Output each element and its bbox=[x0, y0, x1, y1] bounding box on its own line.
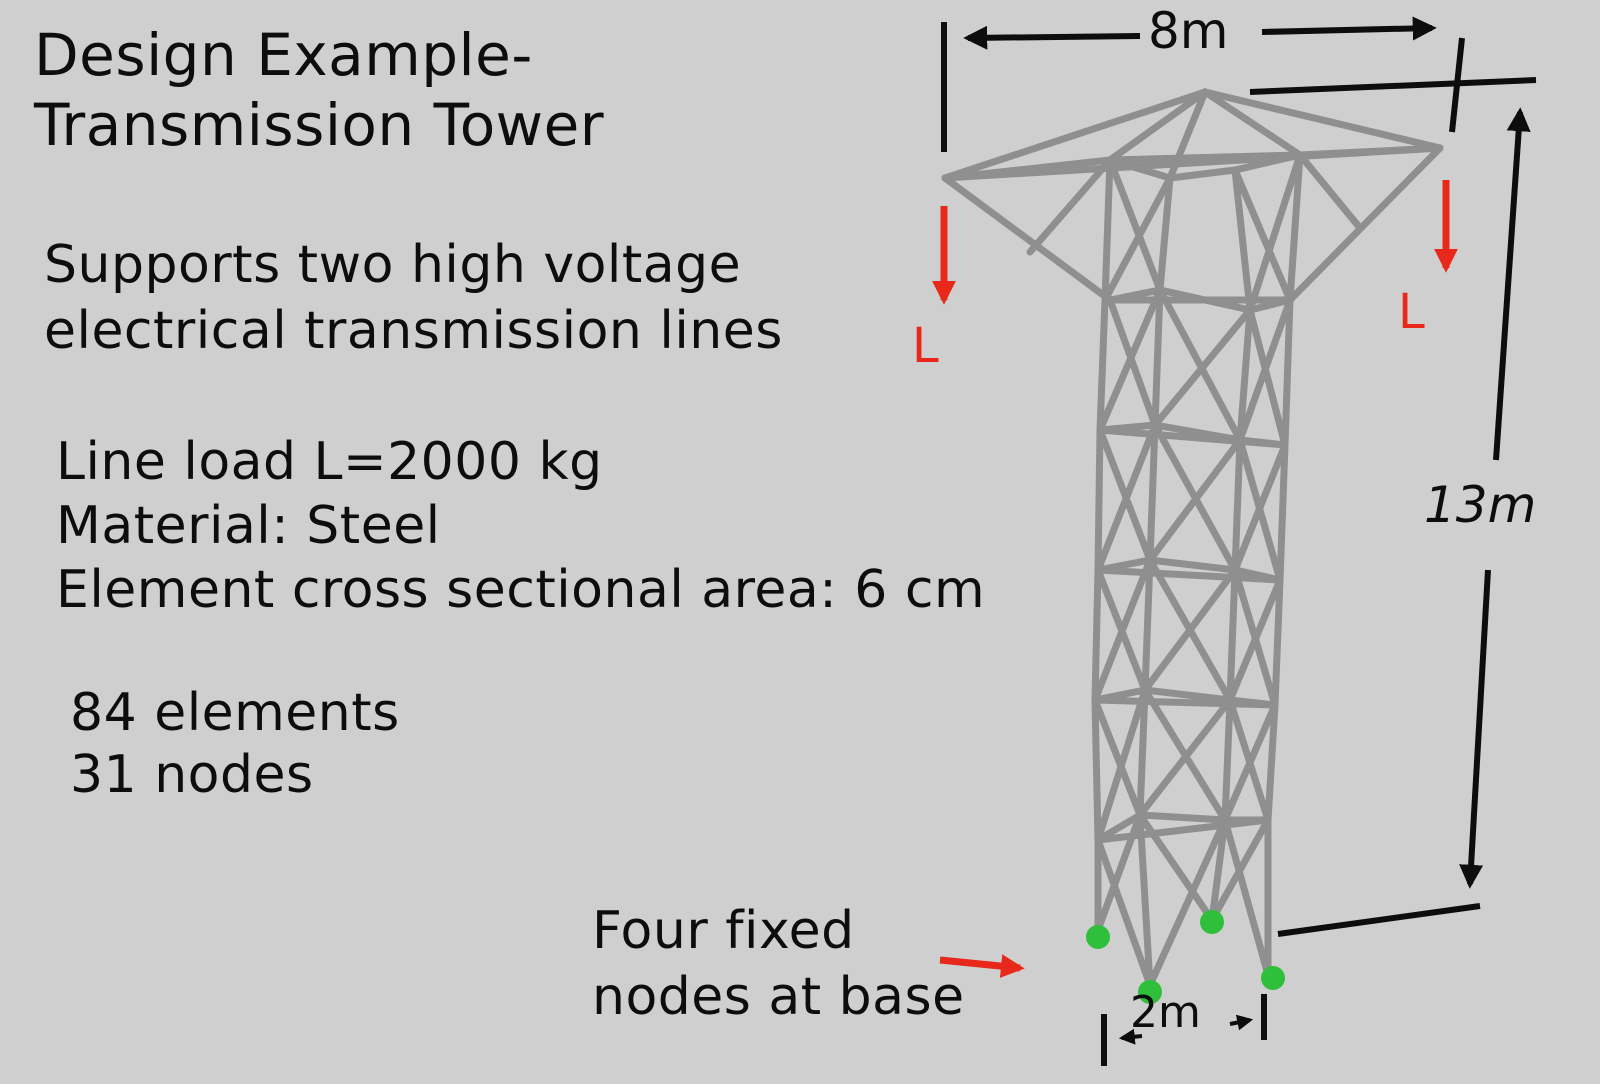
height-arrow-up bbox=[1493, 107, 1531, 461]
description-line-1: Supports two high voltage bbox=[44, 235, 742, 295]
base-note: Four fixed nodes at base bbox=[592, 898, 965, 1030]
fixed-node bbox=[1138, 980, 1162, 1004]
dimension-lines bbox=[941, 16, 1537, 1066]
base-width-label: 2m bbox=[1130, 987, 1201, 1038]
height-top-extension bbox=[1249, 77, 1537, 95]
title-line-1: Design Example- bbox=[34, 21, 533, 89]
height-arrow-down bbox=[1459, 569, 1491, 889]
load-arrows bbox=[932, 180, 1458, 978]
model-counts: 84 elements 31 nodes bbox=[70, 682, 400, 806]
base-width-arrow-left bbox=[1118, 1028, 1143, 1045]
height-label: 13m bbox=[1424, 476, 1537, 534]
height-bottom-extension bbox=[1277, 903, 1481, 937]
fixed-node bbox=[1261, 966, 1285, 990]
description: Supports two high voltage electrical tra… bbox=[44, 232, 783, 364]
line-load-text: Line load L=2000 kg bbox=[56, 432, 603, 492]
elements-count: 84 elements bbox=[70, 683, 400, 743]
area-text: Element cross sectional area: 6 cm bbox=[56, 560, 986, 620]
base-note-line-1: Four fixed bbox=[592, 901, 855, 961]
nodes-count: 31 nodes bbox=[70, 745, 314, 805]
specifications: Line load L=2000 kg Material: Steel Elem… bbox=[56, 430, 985, 622]
top-width-arrow-left bbox=[963, 25, 1141, 50]
base-pointer-arrow bbox=[939, 954, 1025, 978]
tower-members bbox=[941, 87, 1444, 989]
load-label-left: L bbox=[912, 318, 939, 374]
title-line-2: Transmission Tower bbox=[34, 91, 605, 159]
material-text: Material: Steel bbox=[56, 496, 441, 556]
base-note-line-2: nodes at base bbox=[592, 967, 965, 1027]
fixed-nodes bbox=[1086, 910, 1285, 1004]
description-line-2: electrical transmission lines bbox=[44, 301, 783, 361]
fixed-node bbox=[1200, 910, 1224, 934]
top-width-label: 8m bbox=[1148, 2, 1229, 60]
base-width-arrow-right bbox=[1229, 1014, 1254, 1031]
top-width-arrow-right bbox=[1261, 16, 1437, 41]
fixed-node bbox=[1086, 925, 1110, 949]
diagram-title: Design Example- Transmission Tower bbox=[34, 20, 604, 160]
load-label-right: L bbox=[1398, 284, 1425, 340]
